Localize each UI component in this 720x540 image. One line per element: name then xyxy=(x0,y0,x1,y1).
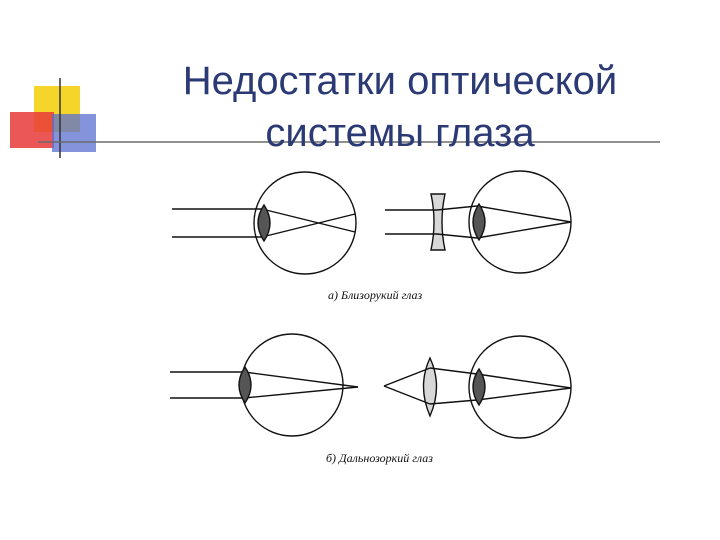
refracted-ray-top xyxy=(261,208,356,233)
hyperopic-eye-corrected xyxy=(383,335,572,439)
incident-ray-top xyxy=(383,367,431,387)
myopic-eye-uncorrected xyxy=(172,171,357,275)
diverged-ray-bottom xyxy=(436,233,478,239)
converged-ray-bottom xyxy=(429,399,478,405)
refracted-ray-bottom xyxy=(476,221,572,239)
eye-lens xyxy=(257,203,271,243)
converging-lens xyxy=(422,356,438,418)
incident-ray-bottom xyxy=(383,385,431,405)
refracted-ray-top xyxy=(476,373,572,389)
refracted-ray-bottom xyxy=(243,386,359,399)
slide-title: Недостатки оптической системы глаза xyxy=(140,55,660,159)
eye-lens xyxy=(238,365,252,405)
refracted-ray-bottom xyxy=(261,213,356,238)
eyeball xyxy=(253,171,357,275)
refracted-ray-bottom xyxy=(476,387,572,401)
title-line-2: системы глаза xyxy=(265,110,535,155)
title-line-1: Недостатки оптической xyxy=(182,58,618,103)
diverging-lens xyxy=(430,193,446,251)
eye-lens xyxy=(472,367,486,407)
eyeball xyxy=(240,333,344,437)
diverged-ray-top xyxy=(436,205,478,211)
converged-ray-top xyxy=(429,367,478,375)
caption-myopic: а) Близорукий глаз xyxy=(328,288,423,302)
caption-hyperopic: б) Дальнозоркий глаз xyxy=(326,451,433,465)
hyperopic-eye-uncorrected xyxy=(170,333,359,437)
myopic-eye-corrected xyxy=(385,170,572,274)
refracted-ray-top xyxy=(243,371,359,388)
eye-lens xyxy=(472,202,486,242)
eyeball xyxy=(468,335,572,439)
refracted-ray-top xyxy=(476,205,572,223)
